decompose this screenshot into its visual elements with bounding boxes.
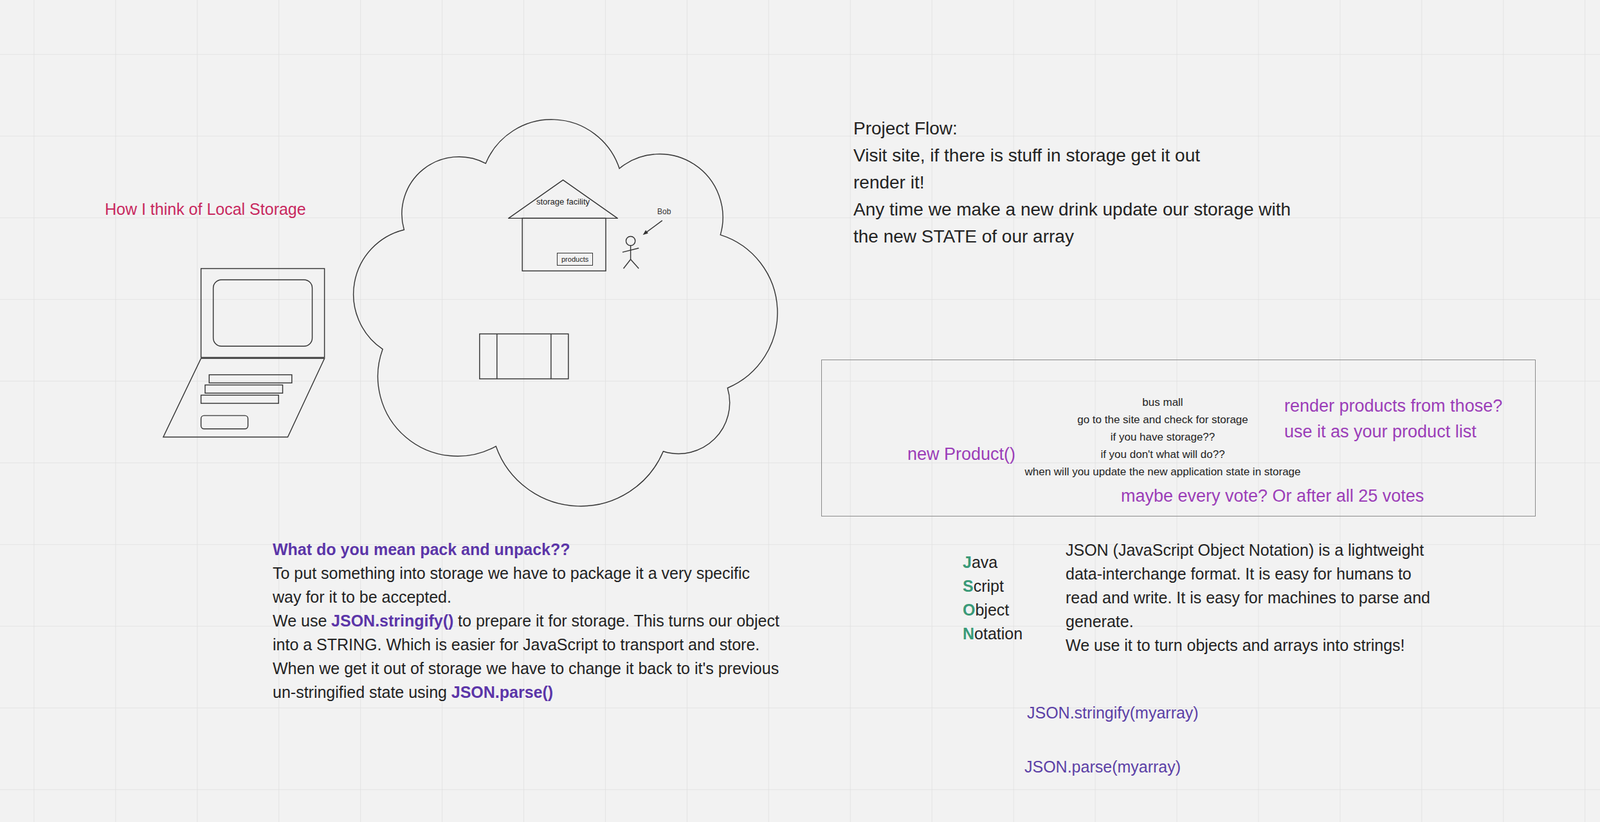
cloud [353,119,778,507]
pack-explainer-text: JSON.stringify() [331,611,454,630]
laptop-screen [201,268,325,358]
drawer-divider [550,333,552,379]
arrowhead [643,230,649,235]
node-text: maybe every vote? Or after all 25 votes [1120,484,1424,508]
text-holder: How I think of Local Storage [104,197,307,222]
laptop-keys [201,394,280,404]
json-acronym-text: Script [962,574,1066,599]
laptop-base [163,358,325,437]
heading-note: How I think of Local Storage [104,197,307,222]
code-example: JSON.parse(myarray) [1024,754,1181,779]
stick-figure [622,236,639,269]
text-row: We useJSON.stringify()to prepare it for … [272,609,781,657]
pack-explainer-text: What do you mean pack and unpack?? [272,537,781,562]
pack-explainer-text: JSON.parse() [451,682,554,701]
node-text: products [561,254,589,264]
text-holder: JSON.stringify(myarray) [1027,700,1199,725]
text-holder: if you don't what will do?? [969,445,1356,464]
text-holder: render products from those? use it as yo… [1284,392,1503,445]
laptop-keys [205,385,283,394]
bus-mall-box: bus mallgo to the site and check for sto… [821,359,1536,517]
drawer-divider [496,333,498,379]
drawer-outline [479,333,569,379]
figure-leg [630,259,640,269]
node-text: storage facility [508,196,619,207]
laptop-keys [209,374,292,384]
node-text: new Product() [907,442,1016,466]
json-description: JSON (JavaScript Object Notation) is a l… [1065,538,1491,658]
text-holder: when will you update the new application… [969,463,1356,481]
json-acronym: JavaScriptObjectNotation [962,550,1066,646]
project-flow-text: Project Flow: [853,115,1381,143]
figure-arms [622,248,639,253]
drawer [479,333,569,379]
text-row: When we get it out of storage we have to… [272,656,781,705]
products-box: products [556,252,593,266]
figure-head [625,236,635,246]
figure-label: Bob [657,207,671,217]
pack-explainer-text: We use [272,611,327,630]
text-holder: Bob [657,207,671,217]
house-body [522,218,606,271]
json-description-text: JSON (JavaScript Object Notation) is a l… [1065,538,1445,634]
pack-explainer-text: To put something into storage we have to… [272,561,781,610]
figure-body [630,245,631,260]
leader-line [645,220,662,233]
node-text: when will you update the new application… [969,463,1356,481]
laptop-display [213,279,313,346]
node-text: render products from those? use it as yo… [1284,392,1503,445]
laptop-touchpad [201,415,249,429]
pack-explainer: What do you mean pack and unpack??To put… [272,537,781,705]
project-flow: Project Flow:Visit site, if there is stu… [853,115,1381,251]
code-example: JSON.stringify(myarray) [1027,700,1199,725]
laptop-drawing [163,268,325,438]
text-holder: storage facility [508,196,619,207]
text-holder: JSON.parse(myarray) [1024,754,1181,779]
node-text: if you don't what will do?? [969,445,1356,464]
text-holder: maybe every vote? Or after all 25 votes [1120,484,1424,508]
text-holder: new Product() [907,442,1016,466]
json-description-text: We use it to turn objects and arrays int… [1065,633,1491,658]
json-acronym-text: Notation [962,621,1066,646]
project-flow-text: render it! [853,169,1381,197]
house-roof [508,180,618,219]
json-acronym-text: Object [962,598,1066,622]
figure-leg [623,259,631,269]
json-acronym-text: Java [962,550,1066,575]
storage-facility: storage facility products [508,179,619,272]
project-flow-text: Any time we make a new drink update our … [853,196,1307,251]
project-flow-text: Visit site, if there is stuff in storage… [853,142,1381,170]
